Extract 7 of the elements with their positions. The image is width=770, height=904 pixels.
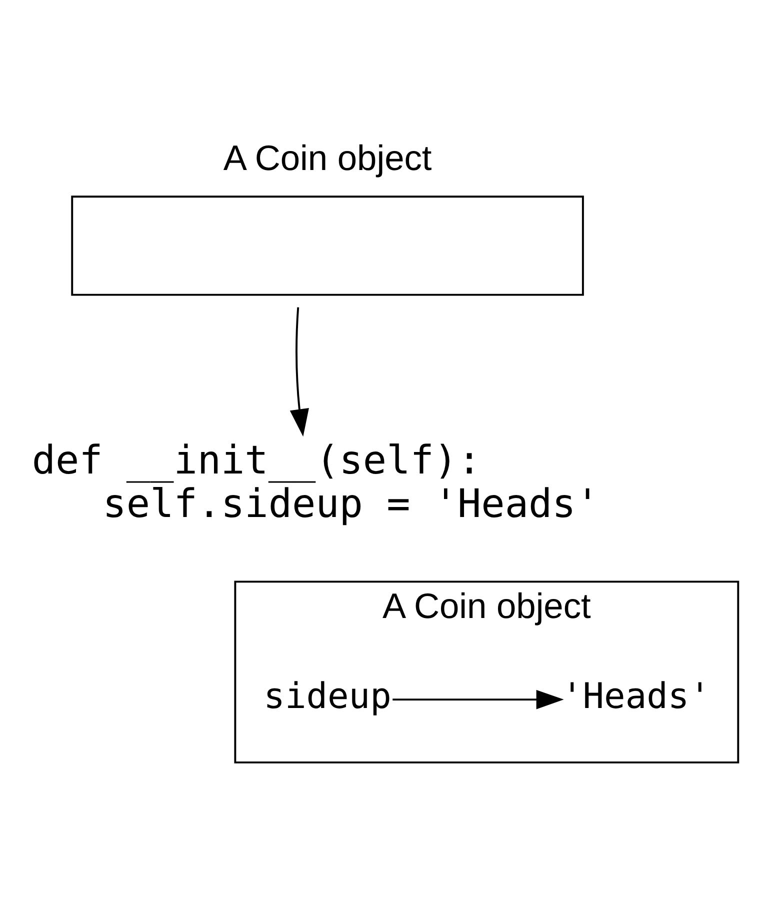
arrow (290, 307, 309, 437)
node-label: A Coin object (223, 138, 432, 178)
arrow (392, 690, 564, 710)
node-box (71, 196, 584, 296)
node-text: def __init__(self): self.sideup = 'Heads' (32, 438, 600, 527)
node-text: 'Heads' (561, 676, 711, 718)
node-text: sideup (264, 676, 392, 718)
